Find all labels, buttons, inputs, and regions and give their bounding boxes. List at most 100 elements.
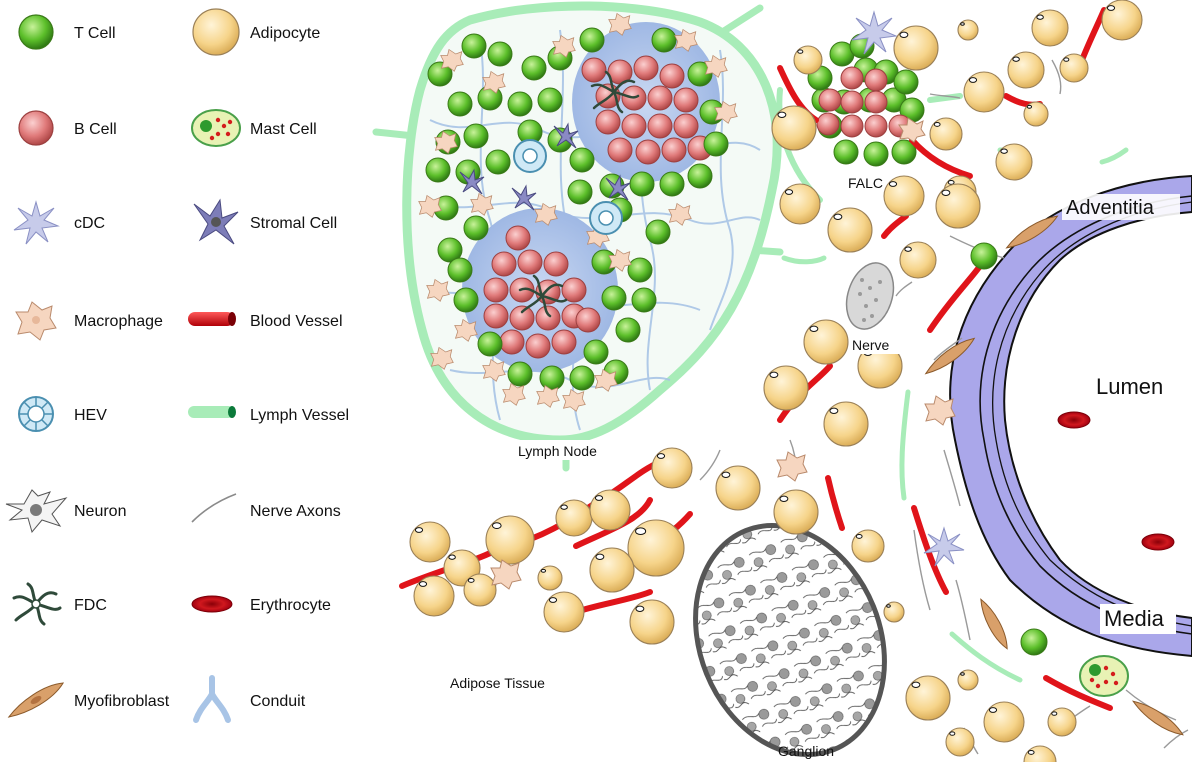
- macrophage: [418, 194, 442, 218]
- lymph-node: [372, 1, 784, 472]
- t-cell: [631, 287, 657, 313]
- adipocyte-nucleus: [779, 495, 789, 502]
- macrophage: [482, 70, 506, 94]
- adipocyte-nucleus: [886, 604, 891, 608]
- t-cell: [863, 141, 889, 167]
- macrophage: [608, 248, 632, 272]
- hev: [589, 201, 623, 235]
- adipocyte-nucleus: [414, 527, 424, 533]
- blood-vessel: [1043, 675, 1113, 711]
- t-cell: [463, 215, 489, 241]
- macrophage: [440, 48, 464, 72]
- b-cell: [551, 329, 577, 355]
- macrophage: [430, 346, 454, 370]
- adipocyte-nucleus: [949, 731, 956, 736]
- lymph-vessel: [949, 631, 1023, 683]
- t-cell: [601, 285, 627, 311]
- vessels: [399, 7, 1189, 755]
- macrophage: [454, 318, 478, 342]
- macrophage: [704, 54, 728, 78]
- adipocyte-nucleus: [540, 568, 547, 573]
- hev: [513, 139, 547, 173]
- t-cell: [893, 69, 919, 95]
- myofibroblast-icon: [7, 682, 65, 718]
- legend-label-nerve-axons: Nerve Axons: [250, 503, 341, 520]
- adipocyte-nucleus: [560, 504, 568, 510]
- nerve-axon: [955, 579, 971, 641]
- macrophage: [714, 100, 738, 124]
- ganglion: [693, 523, 887, 757]
- legend-label-adipocyte: Adipocyte: [250, 25, 320, 42]
- b-cell: [607, 137, 633, 163]
- t-cell: [477, 331, 503, 357]
- fdc-icon: [12, 582, 62, 626]
- b-cell: [840, 114, 864, 138]
- b-cell: [505, 225, 531, 251]
- nerve-axon: [895, 281, 913, 297]
- macrophage: [534, 202, 558, 226]
- adipocyte-nucleus: [635, 605, 645, 612]
- t-cell: [461, 33, 487, 59]
- blood-vessel: [881, 213, 909, 239]
- nerve-axon: [1163, 729, 1189, 749]
- adipocyte-nucleus: [797, 49, 804, 54]
- erythrocyte-icon: [191, 595, 233, 613]
- adipocyte-nucleus: [888, 181, 898, 187]
- b-cell: [673, 113, 699, 139]
- lymph-vessel: [899, 389, 911, 501]
- b-cell: [647, 85, 673, 111]
- b-cell: [621, 113, 647, 139]
- blood-vessel: [909, 137, 973, 179]
- t-cell: [463, 123, 489, 149]
- t-cell: [659, 171, 685, 197]
- adipocyte-nucleus: [1000, 148, 1008, 154]
- legend-icons-right: [188, 8, 241, 723]
- b-cell: [864, 68, 888, 92]
- label-lumen: Lumen: [1096, 374, 1163, 399]
- b-cell: [575, 307, 601, 333]
- b-cell: [661, 137, 687, 163]
- macrophage: [434, 130, 458, 154]
- macrophage: [552, 34, 576, 58]
- adipocyte-nucleus: [829, 407, 839, 414]
- t-cell: [487, 41, 513, 67]
- t-cell: [427, 61, 453, 87]
- blood-vessel: [825, 475, 845, 531]
- t-cell: [437, 237, 463, 263]
- legend-icons: [5, 14, 68, 718]
- t-cell: [447, 257, 473, 283]
- nerve: [845, 262, 895, 330]
- adipocyte-icon: [192, 8, 240, 56]
- adipocyte-nucleus: [594, 495, 604, 501]
- t-cell: [521, 55, 547, 81]
- adipocyte-nucleus: [635, 527, 647, 536]
- adipocyte-nucleus: [968, 77, 978, 83]
- blood-vessel: [927, 263, 983, 333]
- adipocytes: [409, 0, 1143, 762]
- legend-label-macrophage: Macrophage: [74, 313, 163, 330]
- macrophage: [470, 192, 494, 216]
- nerve-axon: [1051, 59, 1062, 95]
- b-cell: [816, 112, 840, 136]
- adipocyte-nucleus: [769, 371, 779, 378]
- t-cell: [453, 287, 479, 313]
- b-cell: [525, 333, 551, 359]
- macrophage: [502, 382, 526, 406]
- stromal-cell: [511, 184, 537, 211]
- adipocyte-nucleus: [941, 189, 951, 196]
- adipocyte-nucleus: [1051, 711, 1058, 716]
- stromal-cell-icon: [193, 198, 239, 245]
- b-cell: [818, 88, 842, 112]
- macrophage: [674, 28, 698, 52]
- b-cell: [561, 277, 587, 303]
- adipocyte-nucleus: [595, 553, 605, 560]
- b-cell: [483, 303, 509, 329]
- label-falc: FALC: [848, 175, 883, 191]
- legend-label-t-cell: T Cell: [74, 25, 116, 42]
- macrophage: [426, 278, 450, 302]
- adipocyte-nucleus: [947, 179, 955, 185]
- legend-label-b-cell: B Cell: [74, 121, 117, 138]
- macrophage-icon: [15, 301, 57, 341]
- b-cell: [659, 63, 685, 89]
